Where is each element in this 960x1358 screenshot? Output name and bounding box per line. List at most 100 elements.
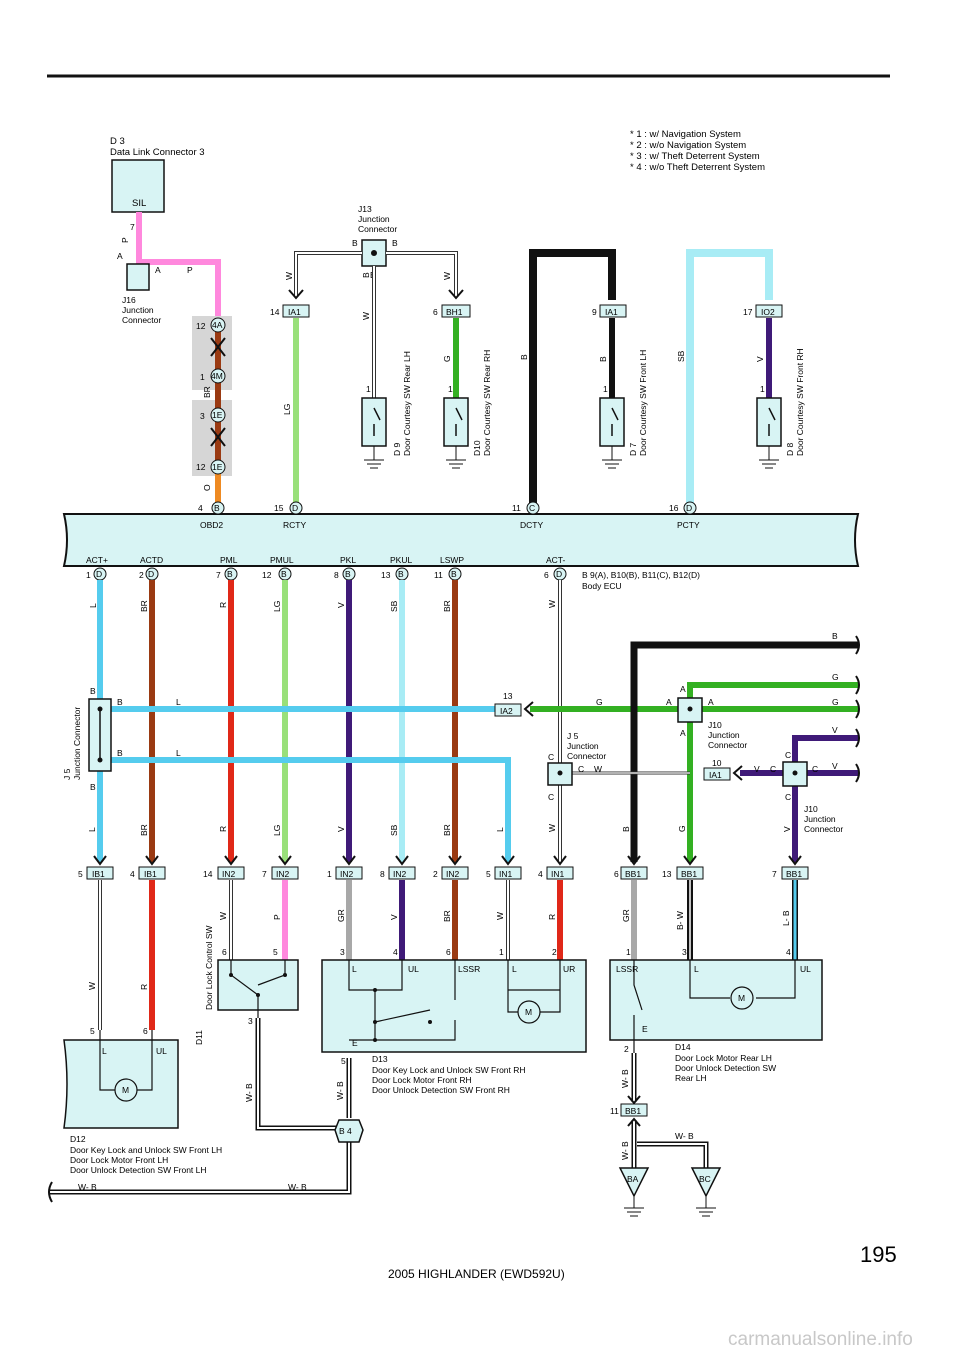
svg-text:R: R [218,826,228,832]
ground-point-ba: BA [618,1167,650,1217]
svg-text:B: B [352,238,358,248]
svg-text:11: 11 [434,570,443,580]
svg-text:IO2: IO2 [761,307,775,317]
svg-text:BB1: BB1 [681,869,697,879]
svg-text:2: 2 [433,869,438,879]
svg-text:E: E [352,1038,358,1048]
svg-text:BR: BR [202,386,212,398]
svg-text:Connector: Connector [122,315,161,325]
svg-text:Connector: Connector [804,824,843,834]
svg-text:G: G [832,672,839,682]
watermark: carmanualsonline.info [728,1329,913,1350]
svg-text:B: B [519,354,529,360]
junction-connector-j5-c: J 5 Junction Connector C C C W [547,731,606,802]
svg-text:BR: BR [139,600,149,612]
svg-text:11: 11 [610,1106,619,1116]
junction-connector-j10-c: C C C C J10 Junction Connector [770,750,843,834]
svg-text:A: A [155,265,161,275]
svg-text:IN2: IN2 [446,869,460,879]
svg-text:E: E [642,1024,648,1034]
svg-text:ACT-: ACT- [546,555,566,565]
svg-text:LG: LG [282,404,292,415]
svg-text:11: 11 [512,503,521,513]
svg-text:ACTD: ACTD [140,555,163,565]
wire-w [386,252,457,296]
svg-text:6: 6 [614,869,619,879]
svg-text:5: 5 [341,1056,346,1066]
svg-text:Door Unlock Detection SW Fron: Door Unlock Detection SW Front LH [70,1165,207,1175]
svg-text:P: P [187,265,193,275]
svg-text:12: 12 [196,321,206,331]
svg-text:Rear LH: Rear LH [675,1073,707,1083]
svg-text:Door Key Lock and Unlock SW Fr: Door Key Lock and Unlock SW Front RH [372,1065,526,1075]
door-courtesy-switch-d9: 1 D 9 Door Courtesy SW Rear LH [361,351,412,469]
svg-text:IN2: IN2 [222,869,236,879]
svg-text:B: B [90,782,96,792]
svg-text:V: V [755,356,765,362]
svg-text:B: B [598,356,608,362]
svg-text:O: O [202,484,212,491]
svg-text:G: G [442,355,452,362]
svg-text:J10: J10 [708,720,722,730]
svg-text:A: A [117,251,123,261]
svg-text:B: B [117,748,123,758]
svg-text:UR: UR [563,964,575,974]
body-ecu-box [62,513,860,567]
svg-text:V: V [832,761,838,771]
svg-text:2: 2 [552,947,557,957]
ecu-bottom-names: ACT+ ACTD PML PMUL PKL PKUL LSWP ACT- [86,555,566,565]
svg-text:PKUL: PKUL [390,555,412,565]
svg-text:1: 1 [86,570,91,580]
svg-text:PML: PML [220,555,238,565]
svg-text:BR: BR [442,824,452,836]
svg-text:D 9: D 9 [392,443,402,457]
svg-text:1: 1 [603,384,608,394]
svg-text:C: C [785,750,791,760]
svg-text:Door Lock Control SW: Door Lock Control SW [204,925,214,1010]
lower-wire-labels: W R W P GR V BR W R GR B- W L- B W- B W-… [78,909,791,1192]
svg-text:6: 6 [433,307,438,317]
svg-text:G: G [677,825,687,832]
svg-text:* 3 : w/ Theft Deterrent Syste: * 3 : w/ Theft Deterrent System [630,151,760,162]
svg-text:Junction: Junction [708,730,740,740]
svg-text:BA: BA [627,1174,639,1184]
svg-text:LG: LG [272,601,282,612]
svg-text:BC: BC [699,1174,711,1184]
svg-text:L: L [512,964,517,974]
svg-text:L: L [495,827,505,832]
svg-text:DCTY: DCTY [520,520,543,530]
svg-text:Junction: Junction [804,814,836,824]
svg-text:IN2: IN2 [393,869,407,879]
svg-text:PCTY: PCTY [677,520,700,530]
svg-text:7: 7 [130,222,135,232]
svg-text:9: 9 [592,307,597,317]
wire-sb [686,249,773,503]
svg-text:SB: SB [676,350,686,362]
svg-text:1E: 1E [212,462,223,472]
svg-text:12: 12 [196,462,206,472]
svg-text:B 4: B 4 [339,1126,352,1136]
right-break-marks [855,635,860,783]
svg-text:7: 7 [772,869,777,879]
svg-text:1: 1 [327,869,332,879]
svg-text:BR: BR [442,600,452,612]
svg-text:B: B [214,503,220,513]
ecu-top-pins: 4 B OBD2 15 D RCTY 11 C DCTY 16 D PCTY [198,501,700,530]
svg-text:BB1: BB1 [625,869,641,879]
door-courtesy-switch-d7: 1 D 7 Door Courtesy SW Front LH [599,350,648,469]
svg-text:W: W [547,600,557,608]
svg-text:4M: 4M [211,371,223,381]
svg-text:L: L [694,964,699,974]
data-link-connector-d3: D 3 Data Link Connector 3 SIL 7 P [110,136,205,243]
ground-junction-b4: B 4 [334,1119,364,1143]
svg-text:14: 14 [270,307,280,317]
svg-text:3: 3 [340,947,345,957]
svg-text:2: 2 [624,1044,629,1054]
svg-text:L: L [176,697,181,707]
svg-text:B: B [227,569,233,579]
svg-text:B: B [345,569,351,579]
door-lock-control-switch-d11: 6 5 3 D11 Door Lock Control SW [194,925,299,1045]
lower-arrows [93,855,802,866]
svg-text:B: B [392,238,398,248]
